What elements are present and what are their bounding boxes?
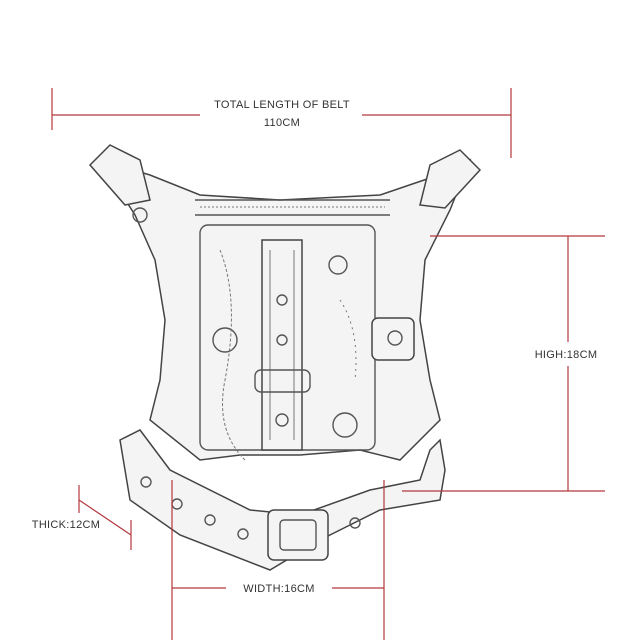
width-dimension — [171, 480, 385, 640]
height-label: HIGH:18CM — [535, 349, 598, 361]
belt-length-label: TOTAL LENGTH OF BELT — [214, 99, 350, 111]
thickness-label: THICK:12CM — [32, 519, 100, 531]
height-dimension — [402, 235, 605, 492]
belt-length-dimension — [51, 88, 512, 158]
belt-length-value: 110CM — [264, 117, 300, 129]
width-label: WIDTH:16CM — [243, 583, 314, 595]
bag-sketch — [88, 144, 482, 571]
thickness-dimension — [78, 485, 132, 550]
